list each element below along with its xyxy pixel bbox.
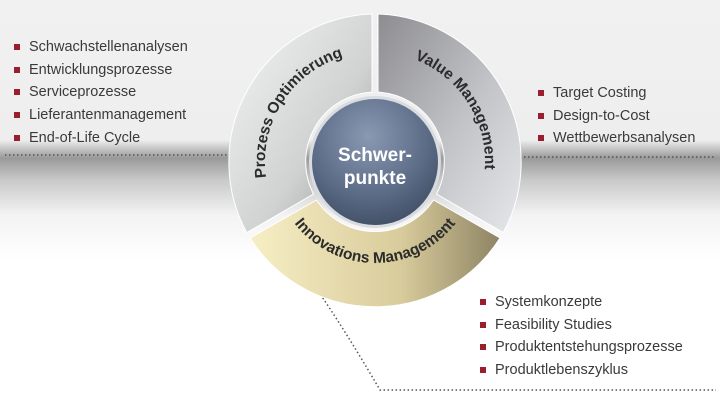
segment-value-management[interactable] [377,13,522,234]
center-label-line2: punkte [344,168,406,189]
list-value: Target Costing Design-to-Cost Wettbewerb… [538,82,695,150]
center-circle[interactable] [312,99,438,225]
list-prozess: Schwachstellenanalysen Entwicklungsproze… [14,36,188,149]
center-label-line1: Schwer- [338,145,412,166]
list-item: Produktentstehungsprozesse [480,336,683,359]
list-innovations: Systemkonzepte Feasibility Studies Produ… [480,291,683,382]
list-item: Target Costing [538,82,695,105]
list-item: Entwicklungsprozesse [14,59,188,82]
list-item: Systemkonzepte [480,291,683,314]
connector-line-innovations [315,287,716,391]
list-item: Serviceprozesse [14,81,188,104]
list-item: Design-to-Cost [538,105,695,128]
segment-innovations-management[interactable] [249,199,501,308]
list-item: Feasibility Studies [480,314,683,337]
list-item: Produktlebenszyklus [480,359,683,382]
segment-prozess-optimierung[interactable] [228,13,373,234]
list-item: Lieferantenmanagement [14,104,188,127]
list-item: Schwachstellenanalysen [14,36,188,59]
list-item: Wettbewerbsanalysen [538,127,695,150]
list-item: End-of-Life Cycle [14,127,188,150]
